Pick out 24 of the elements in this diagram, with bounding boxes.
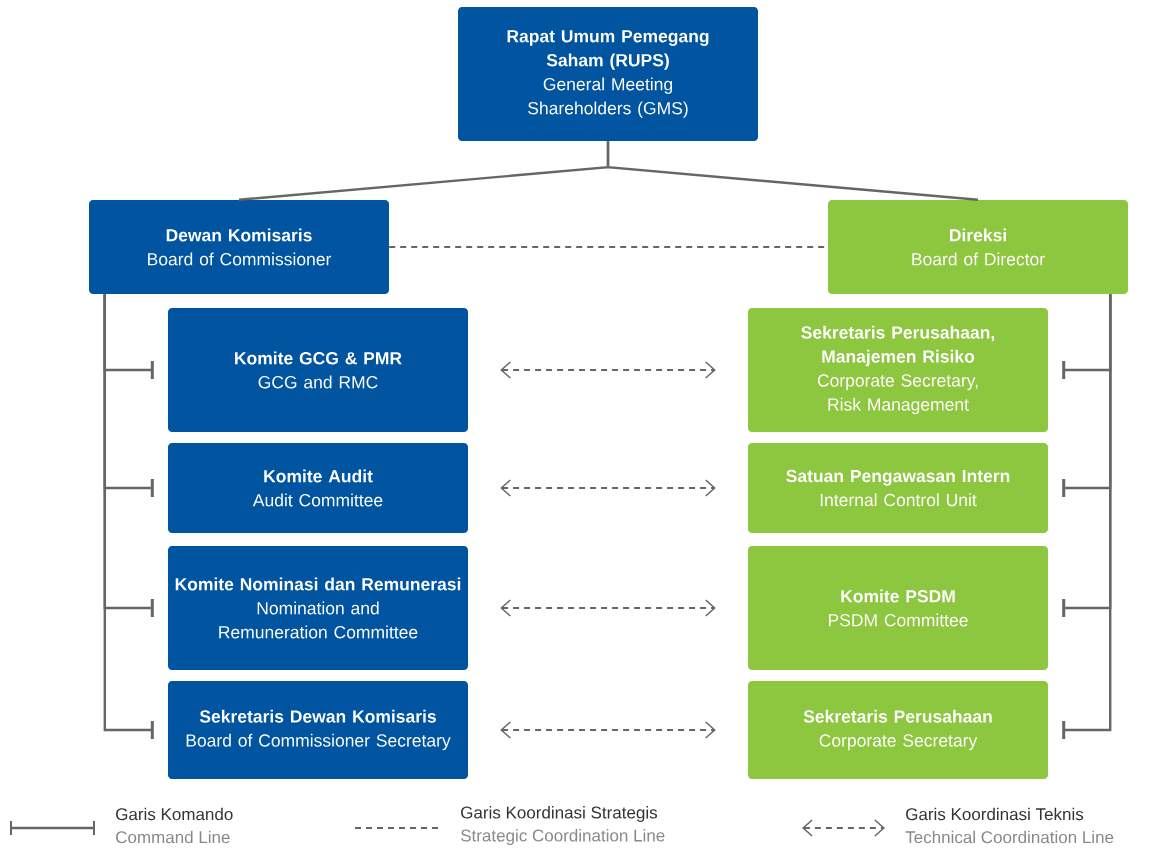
org-box: Sekretaris Perusahaan, Manajemen Risiko Corporate Secretary, Risk Management (748, 308, 1048, 432)
org-box: Komite Audit Audit Committee (168, 443, 468, 533)
coordination-arrow (500, 721, 716, 739)
legend-text: Command Line (116, 830, 230, 844)
org-box: Rapat Umum Pemegang Saham (RUPS) General Meeting Shareholders (GMS) (458, 7, 758, 141)
legend-text: Strategic Coordination Line (460, 829, 665, 845)
org-box: Satuan Pengawasan Intern Internal Control Unit (748, 443, 1048, 533)
org-box: Sekretaris Perusahaan Corporate Secretary (748, 681, 1048, 779)
command-line (1062, 294, 1112, 739)
coordination-arrow (500, 479, 716, 497)
org-box: Sekretaris Dewan Komisaris Board of Commissioner Secretary (168, 681, 468, 779)
legend-text: Garis Komando (116, 807, 233, 821)
org-box: Komite PSDM PSDM Committee (748, 546, 1048, 670)
legend-text: Technical Coordination Line (905, 830, 1114, 844)
legend-text: Garis Koordinasi Strategis (461, 806, 658, 822)
command-line (103, 294, 154, 739)
org-box: Komite Nominasi dan Remunerasi Nomination and Remuneration Committee (168, 546, 468, 670)
org-box: Direksi Board of Director (828, 200, 1128, 294)
coordination-arrow (500, 361, 716, 379)
org-box: Komite GCG & PMR GCG and RMC (168, 308, 468, 432)
command-line (606, 141, 979, 201)
legend-text: Garis Koordinasi Teknis (906, 807, 1084, 821)
coordination-arrow (500, 599, 716, 617)
org-box: Dewan Komisaris Board of Commissioner (89, 200, 389, 294)
